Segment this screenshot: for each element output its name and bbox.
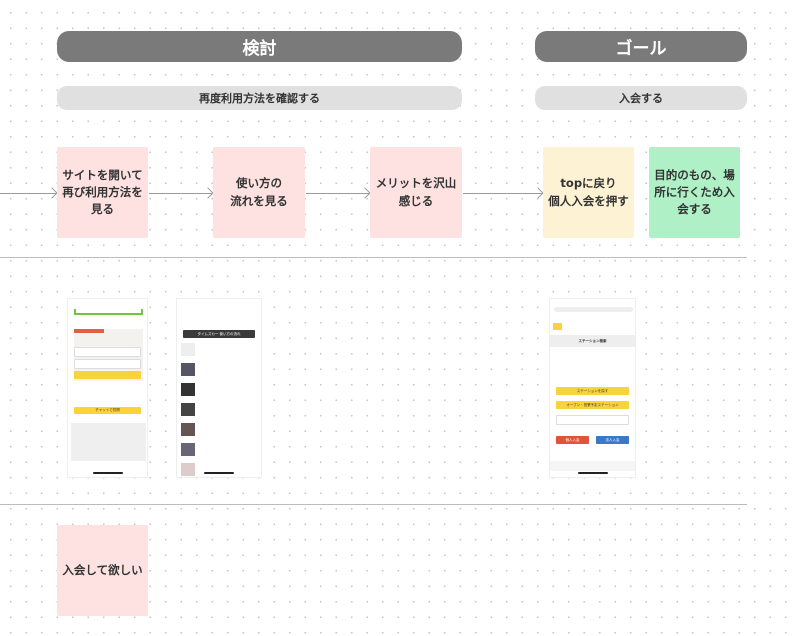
lane-divider	[0, 257, 747, 258]
sticky-note[interactable]: サイトを開いて 再び利用方法を 見る	[57, 147, 148, 238]
sticky-note[interactable]: topに戻り 個人入会を押す	[543, 147, 634, 238]
open-station-button[interactable]: オープン・営業予定ステーション	[556, 401, 629, 409]
flow-arrow	[306, 193, 369, 194]
sub-phase-reconfirm: 再度利用方法を確認する	[57, 86, 462, 110]
flow-arrow	[0, 193, 56, 194]
sub-phase-join: 入会する	[535, 86, 747, 110]
phase-header-consideration: 検討	[57, 31, 462, 62]
screenshot-top-page: チャットで質問	[67, 298, 148, 478]
sticky-note[interactable]: 入会して欲しい	[57, 525, 148, 616]
flow-arrow	[463, 193, 542, 194]
find-station-button[interactable]: ステーションを探す	[556, 387, 629, 395]
sticky-note[interactable]: メリットを沢山 感じる	[370, 147, 462, 238]
corporate-join-button[interactable]: 法人入会	[596, 436, 629, 444]
usage-flow-header: タイムズカー 使い方の流れ	[183, 330, 255, 338]
phase-header-goal: ゴール	[535, 31, 747, 62]
lane-divider	[0, 504, 747, 505]
flow-arrow	[149, 193, 212, 194]
station-search-title: ステーション検索	[550, 335, 635, 347]
sticky-note[interactable]: 目的のもの、場 所に行くため入 会する	[649, 147, 740, 238]
screenshot-station-search: ステーション検索 ステーションを探す オープン・営業予定ステーション 個人入会 …	[549, 298, 636, 478]
screenshot-usage-flow: タイムズカー 使い方の流れ	[176, 298, 262, 478]
chat-button: チャットで質問	[74, 407, 141, 414]
sticky-note[interactable]: 使い方の 流れを見る	[213, 147, 305, 238]
personal-join-button[interactable]: 個人入会	[556, 436, 589, 444]
